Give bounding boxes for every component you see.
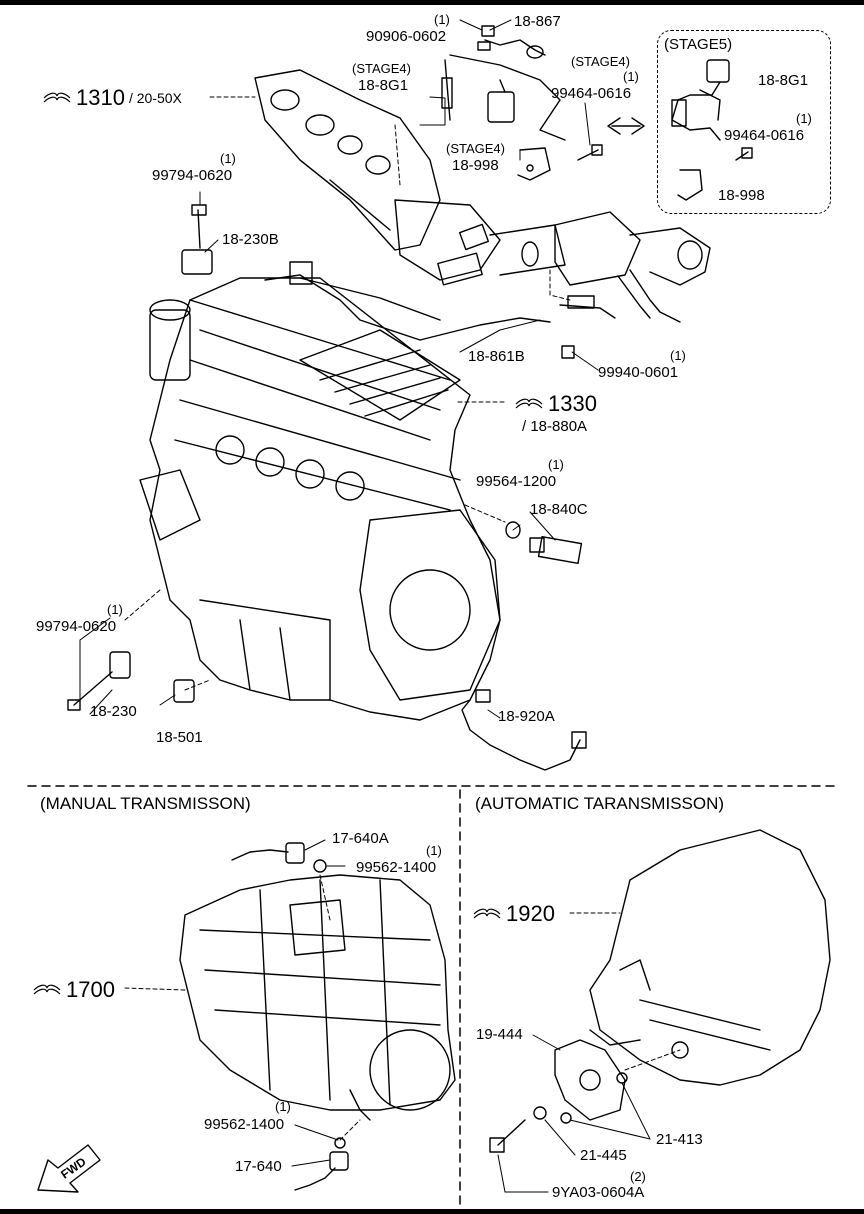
sensor-18-230b xyxy=(181,249,213,275)
stage5-parts xyxy=(671,59,753,201)
stage5-box xyxy=(657,30,831,214)
part-99940-0601[interactable]: 99940-0601 xyxy=(598,364,679,381)
part-9ya03-0604a[interactable]: 9YA03-0604A xyxy=(552,1184,645,1201)
exhaust-manifold xyxy=(254,69,501,286)
connector-18-8g1 xyxy=(487,79,515,123)
section-title-automatic: (AUTOMATIC TARANSMISSON) xyxy=(475,794,725,813)
bolt-99464-a xyxy=(577,144,603,161)
qty-99464-0616-a: (1) xyxy=(623,69,639,84)
ref-1700-number: 1700 xyxy=(66,977,115,1002)
part-99564-1200[interactable]: 99564-1200 xyxy=(476,473,557,490)
part-18-998-a[interactable]: 18-998 xyxy=(452,157,499,174)
ref-1310-number: 1310 xyxy=(76,85,125,110)
sensor-18-501 xyxy=(173,679,195,703)
stage-arrow xyxy=(607,117,645,135)
bracket-18-998 xyxy=(517,147,551,181)
front-pipe xyxy=(489,211,711,323)
switch-17-640a xyxy=(231,842,327,873)
part-17-640[interactable]: 17-640 xyxy=(235,1158,282,1175)
switch-17-640 xyxy=(294,1137,349,1191)
part-18-840c[interactable]: 18-840C xyxy=(530,501,588,518)
ref-1920[interactable]: 1920 xyxy=(472,902,555,926)
part-18-998-b[interactable]: 18-998 xyxy=(718,187,765,204)
leader-lines-automatic xyxy=(497,912,681,1193)
section-title-manual: (MANUAL TRANSMISSON) xyxy=(40,794,251,813)
qty-99794-0620-b: (1) xyxy=(107,602,123,617)
sensor-18-230 xyxy=(109,651,131,679)
fwd-arrow xyxy=(37,1144,101,1193)
ref-1330[interactable]: 1330 xyxy=(514,392,597,416)
qty-99562-1400-b: (1) xyxy=(275,1099,291,1114)
ref-1330-sub: / 18-880A xyxy=(522,418,588,435)
qty-99564-1200: (1) xyxy=(548,457,564,472)
part-18-861b[interactable]: 18-861B xyxy=(468,348,525,365)
bolt-99794-a xyxy=(191,204,207,249)
part-18-230b[interactable]: 18-230B xyxy=(222,231,279,248)
part-99464-0616-a[interactable]: 99464-0616 xyxy=(551,85,632,102)
part-18-8g1-a[interactable]: 18-8G1 xyxy=(358,77,409,94)
nut-99940 xyxy=(561,345,575,359)
reference-book-icon xyxy=(515,398,543,409)
part-21-413[interactable]: 21-413 xyxy=(656,1131,703,1148)
stage5-title: (STAGE5) xyxy=(664,36,733,53)
ref-1920-number: 1920 xyxy=(506,901,555,926)
part-99794-0620-b[interactable]: 99794-0620 xyxy=(36,618,117,635)
part-18-8g1-b[interactable]: 18-8G1 xyxy=(758,72,809,89)
part-19-444[interactable]: 19-444 xyxy=(476,1026,523,1043)
sensor-18-840c xyxy=(505,521,583,565)
stage-99464-0616-a: (STAGE4) xyxy=(571,54,630,69)
part-18-230[interactable]: 18-230 xyxy=(90,703,137,720)
reference-book-icon xyxy=(33,984,61,995)
qty-99562-1400-a: (1) xyxy=(426,843,442,858)
ref-1330-number: 1330 xyxy=(548,391,597,416)
part-99562-1400-b[interactable]: 99562-1400 xyxy=(204,1116,285,1133)
qty-99940-0601: (1) xyxy=(670,348,686,363)
qty-9ya03-0604a: (2) xyxy=(630,1169,646,1184)
ref-1700[interactable]: 1700 xyxy=(32,978,115,1002)
sensor-18-867 xyxy=(441,39,566,141)
top-border xyxy=(0,0,864,5)
part-17-640a[interactable]: 17-640A xyxy=(332,830,389,847)
ref-1310[interactable]: 1310 / 20-50X xyxy=(42,86,182,110)
qty-99464-0616-b: (1) xyxy=(796,111,812,126)
automatic-transmission xyxy=(589,829,831,1086)
leader-lines-engine xyxy=(79,19,599,719)
part-21-445[interactable]: 21-445 xyxy=(580,1147,627,1164)
stage-18-8g1-a: (STAGE4) xyxy=(352,61,411,76)
bolt-9ya03 xyxy=(489,1119,526,1153)
leader-lines-manual xyxy=(124,839,361,1167)
engine-block xyxy=(139,277,501,721)
sensor-18-920a xyxy=(461,689,587,771)
reference-book-icon xyxy=(43,92,71,103)
nut-90906 xyxy=(481,25,495,37)
part-18-501[interactable]: 18-501 xyxy=(156,729,203,746)
qty-90906-0602: (1) xyxy=(434,12,450,27)
part-18-867[interactable]: 18-867 xyxy=(514,13,561,30)
part-99562-1400-a[interactable]: 99562-1400 xyxy=(356,859,437,876)
part-18-920a[interactable]: 18-920A xyxy=(498,708,555,725)
o2-sensor-harness xyxy=(264,261,616,341)
bottom-border xyxy=(0,1209,864,1214)
sensor-19-444 xyxy=(554,1039,628,1124)
part-99464-0616-b[interactable]: 99464-0616 xyxy=(724,127,805,144)
manual-transmission xyxy=(179,874,456,1121)
part-99794-0620-a[interactable]: 99794-0620 xyxy=(152,167,233,184)
stage-18-998-a: (STAGE4) xyxy=(446,141,505,156)
ref-1310-sub: / 20-50X xyxy=(128,90,182,106)
reference-book-icon xyxy=(473,908,501,919)
part-90906-0602[interactable]: 90906-0602 xyxy=(366,28,447,45)
qty-99794-0620-a: (1) xyxy=(220,151,236,166)
washer-21-445 xyxy=(533,1106,547,1120)
